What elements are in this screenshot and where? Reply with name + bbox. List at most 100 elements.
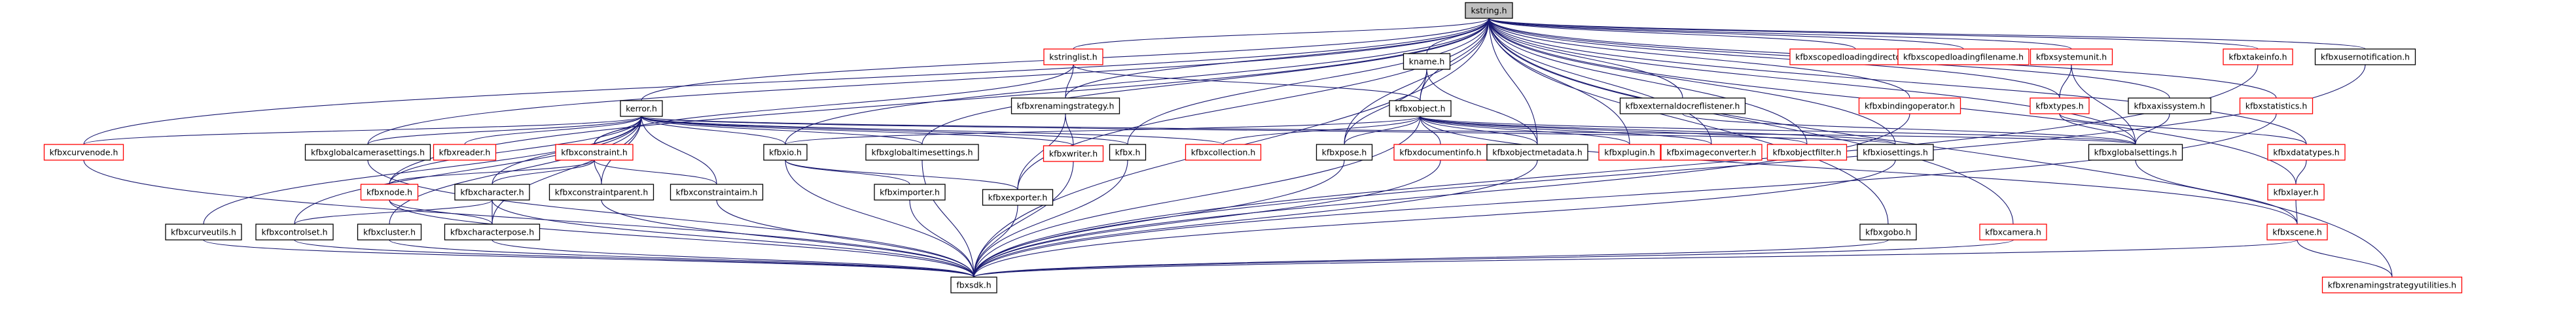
node-documentinfo[interactable]: kfbxdocumentinfo.h: [1393, 144, 1488, 161]
node-box: [2128, 97, 2211, 114]
node-box: [2266, 224, 2328, 241]
node-box: [1465, 2, 1513, 19]
node-label: kfbxobjectfilter.h: [1773, 148, 1842, 158]
edge-kerror-to-controlset: [294, 116, 641, 225]
node-bindingoperator[interactable]: kfbxbindingoperator.h: [1858, 97, 1961, 114]
node-box: [1766, 144, 1848, 161]
edge-kstring-to-takeinfo: [1489, 18, 2259, 50]
edge-kerror-to-characterpose: [492, 116, 641, 225]
node-box: [43, 144, 124, 161]
node-globalcamerasettings[interactable]: kfbxglobalcamerasettings.h: [304, 144, 431, 161]
node-curvenode[interactable]: kfbxcurvenode.h: [43, 144, 124, 161]
edge-globalsettings-to-scene: [2136, 160, 2298, 225]
node-box: [670, 184, 764, 201]
node-box: [1619, 97, 1746, 114]
node-character[interactable]: kfbxcharacter.h: [454, 184, 530, 201]
node-pose[interactable]: kfbxpose.h: [1315, 144, 1373, 161]
edge-kstring-to-types: [1489, 18, 2060, 99]
node-label: kstringlist.h: [1049, 52, 1097, 62]
node-scopedloadingdir[interactable]: kfbxscopedloadingdirectory.h: [1789, 48, 1922, 65]
edge-object-to-imageconverter: [1420, 116, 1712, 145]
edge-constraint-to-constraintaim: [594, 160, 717, 185]
node-reader[interactable]: kfbxreader.h: [433, 144, 497, 161]
node-takeinfo[interactable]: kfbxtakeinfo.h: [2223, 48, 2293, 65]
node-kstringlist[interactable]: kstringlist.h: [1043, 48, 1103, 65]
node-box: [1979, 224, 2047, 241]
node-datatypes[interactable]: kfbxdatatypes.h: [2267, 144, 2346, 161]
edge-axissystem-to-globalsettings: [2135, 114, 2170, 145]
node-label: kfbxcamera.h: [1985, 227, 2041, 237]
node-statistics[interactable]: kfbxstatistics.h: [2239, 97, 2314, 114]
node-plugin[interactable]: kfbxplugin.h: [1598, 144, 1661, 161]
node-scene[interactable]: kfbxscene.h: [2266, 224, 2328, 241]
node-characterpose[interactable]: kfbxcharacterpose.h: [444, 224, 541, 241]
node-importer[interactable]: kfbximporter.h: [874, 184, 946, 201]
edge-curvenode-to-sdk: [84, 160, 975, 278]
edge-kstring-to-kstringlist: [1073, 18, 1489, 50]
node-label: kfbxexporter.h: [988, 193, 1048, 203]
node-camera[interactable]: kfbxcamera.h: [1979, 224, 2047, 241]
edge-importer-to-sdk: [910, 200, 975, 278]
node-usernotification[interactable]: kfbxusernotification.h: [2314, 48, 2416, 65]
node-label: kfbxobject.h: [1395, 104, 1445, 114]
edge-object-to-plugin: [1420, 116, 1630, 145]
edge-cluster-to-sdk: [389, 240, 975, 278]
node-box: [1858, 97, 1961, 114]
node-systemunit[interactable]: kfbxsystemunit.h: [2030, 48, 2113, 65]
node-constraintparent[interactable]: kfbxconstraintparent.h: [548, 184, 654, 201]
node-label: kfbxlayer.h: [2273, 188, 2318, 197]
node-types[interactable]: kfbxtypes.h: [2030, 97, 2090, 114]
node-sdk[interactable]: fbxsdk.h: [950, 276, 997, 293]
edge-object-to-objectfilter: [1420, 116, 1808, 145]
edge-scene-to-sdk: [973, 240, 2297, 278]
node-kstring[interactable]: kstring.h: [1465, 2, 1513, 19]
edge-datatypes-to-layer: [2295, 160, 2306, 185]
node-fbx[interactable]: kfbx.h: [1109, 144, 1147, 161]
node-constraintaim[interactable]: kfbxconstraintaim.h: [670, 184, 764, 201]
node-externaldocref[interactable]: kfbxexternaldocreflistener.h: [1619, 97, 1746, 114]
node-label: fbxsdk.h: [956, 280, 991, 290]
node-object[interactable]: kfbxobject.h: [1389, 100, 1452, 117]
node-box: [444, 224, 541, 241]
node-kname[interactable]: kname.h: [1403, 53, 1451, 70]
node-constraint[interactable]: kfbxconstraint.h: [555, 144, 634, 161]
node-node[interactable]: kfbxnode.h: [360, 184, 419, 201]
edge-kstringlist-to-object: [1073, 65, 1421, 101]
edge-kstring-to-curvenode: [83, 18, 1489, 145]
node-globaltimesettings[interactable]: kfbxglobaltimesettings.h: [865, 144, 979, 161]
node-renamingutilities[interactable]: kfbxrenamingstrategyutilities.h: [2321, 276, 2463, 293]
node-kerror[interactable]: kerror.h: [620, 100, 663, 117]
node-objectmetadata[interactable]: kfbxobjectmetadata.h: [1486, 144, 1588, 161]
node-label: kfbxconstraintaim.h: [676, 188, 758, 197]
edge-kerror-to-io: [641, 116, 786, 145]
node-label: kfbxusernotification.h: [2321, 52, 2410, 62]
node-writer[interactable]: kfbxwriter.h: [1043, 145, 1104, 162]
node-box: [1315, 144, 1373, 161]
edge-kerror-to-collection: [641, 116, 1224, 145]
edge-constraint-to-constraintparent: [594, 160, 602, 185]
node-axissystem[interactable]: kfbxaxissystem.h: [2128, 97, 2211, 114]
node-objectfilter[interactable]: kfbxobjectfilter.h: [1766, 144, 1848, 161]
node-box: [2030, 48, 2113, 65]
node-box: [982, 189, 1054, 206]
node-iosettings[interactable]: kfbxiosettings.h: [1857, 144, 1934, 161]
node-gobo[interactable]: kfbxgobo.h: [1859, 224, 1917, 241]
node-label: kfbxstatistics.h: [2245, 101, 2308, 111]
node-scopedloadingfile[interactable]: kfbxscopedloadingfilename.h: [1897, 48, 2030, 65]
node-curveutils[interactable]: kfbxcurveutils.h: [165, 224, 242, 241]
node-label: kfbxio.h: [769, 148, 802, 158]
edge-layer-to-scene: [2296, 200, 2297, 225]
node-globalsettings[interactable]: kfbxglobalsettings.h: [2088, 144, 2183, 161]
node-label: kfbxrenamingstrategyutilities.h: [2328, 280, 2456, 290]
node-box: [555, 144, 634, 161]
node-io[interactable]: kfbxio.h: [763, 144, 808, 161]
edge-kstring-to-renamingutilities: [1489, 18, 2393, 278]
node-collection[interactable]: kfbxcollection.h: [1185, 144, 1262, 161]
node-renamingstrategy[interactable]: kfbxrenamingstrategy.h: [1011, 97, 1120, 114]
node-layer[interactable]: kfbxlayer.h: [2267, 184, 2325, 201]
edge-controlset-to-sdk: [295, 240, 975, 278]
node-controlset[interactable]: kfbxcontrolset.h: [255, 224, 334, 241]
node-exporter[interactable]: kfbxexporter.h: [982, 189, 1054, 206]
node-imageconverter[interactable]: kfbximageconverter.h: [1660, 144, 1762, 161]
node-cluster[interactable]: kfbxcluster.h: [357, 224, 422, 241]
